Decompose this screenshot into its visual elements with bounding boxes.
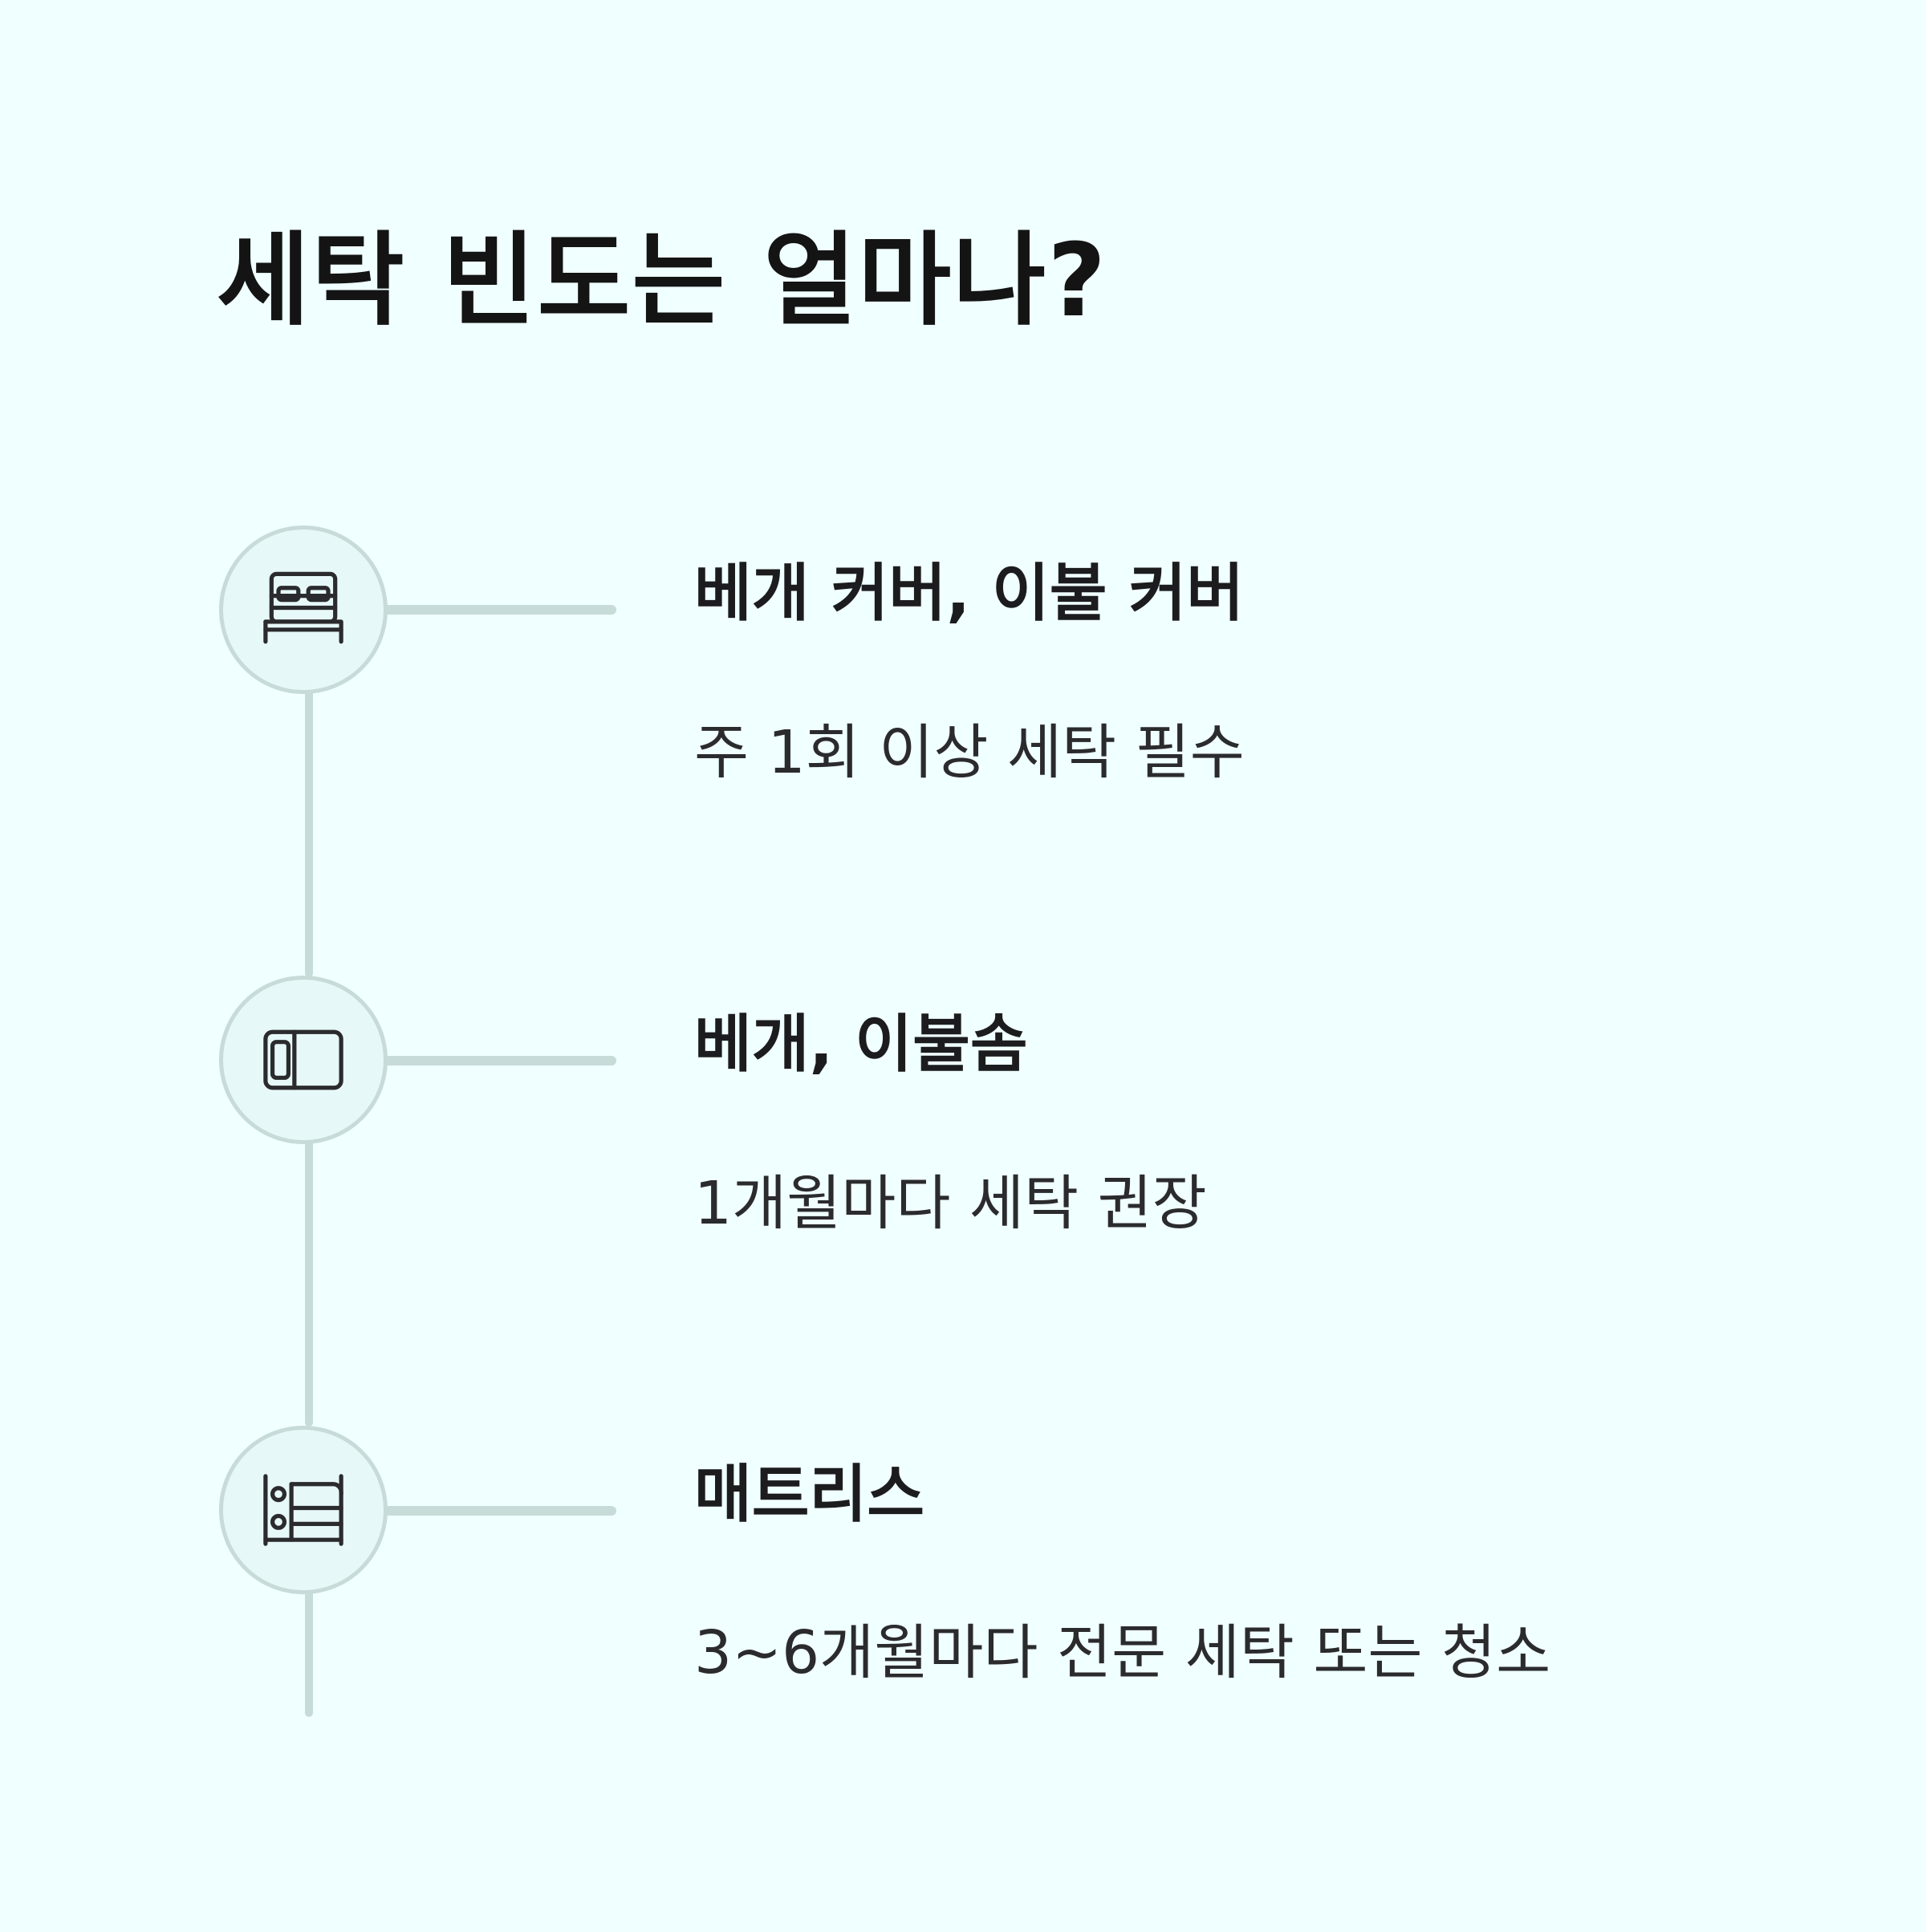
item-connector [377,1056,616,1065]
bed-icon [263,571,343,644]
item-title: 베개 커버, 이불 커버 [694,558,1245,630]
item-description: 주 1회 이상 세탁 필수 [694,718,1245,787]
timeline-connector [305,1589,313,1717]
item-title: 매트리스 [694,1459,925,1531]
timeline-node [219,526,388,694]
timeline-connector [305,1139,313,1427]
mattress-icon [263,1474,343,1546]
page-title: 세탁 빈도는 얼마나? [217,221,1108,339]
timeline-node [219,976,388,1144]
item-description: 3~6개월마다 전문 세탁 또는 청소 [694,1618,1551,1687]
item-connector [377,605,616,615]
item-connector [377,1506,616,1516]
pillow-icon [263,1029,343,1090]
item-description: 1개월마다 세탁 권장 [694,1169,1207,1238]
timeline-node [219,1426,388,1594]
item-title: 베개, 이불솜 [694,1009,1028,1081]
timeline-connector [305,690,313,977]
